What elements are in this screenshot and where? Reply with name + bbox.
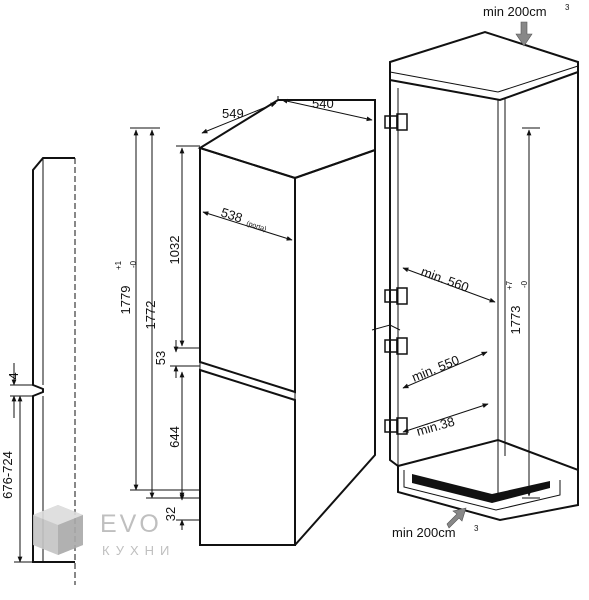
cabinet [371, 30, 579, 522]
dim-1032: 1032 [167, 145, 200, 349]
dim-1773-sup: +7 [505, 280, 514, 290]
dim-1772-label: 1772 [143, 301, 158, 330]
dim-540-label: 540 [312, 96, 334, 111]
top-vent-label: min 200cm [483, 4, 547, 19]
dim-min560-label: min. 560 [419, 264, 471, 295]
dim-644: 644 [167, 371, 185, 499]
top-vent-sup: 3 [565, 3, 570, 12]
dim-min38: min.38 [402, 403, 489, 439]
dim-1772: 1772 [143, 129, 200, 499]
dim-min550: min. 550 [402, 351, 488, 389]
bottom-vent: min 200cm 3 [392, 507, 479, 540]
dim-32-label: 32 [163, 507, 178, 521]
dim-1773: 1773 +7 -0 [505, 127, 540, 499]
dim-549-label: 549 [222, 106, 244, 121]
dim-644-label: 644 [167, 426, 182, 448]
bottom-vent-sup: 3 [474, 524, 479, 533]
dim-min560: min. 560 [402, 264, 496, 303]
dim-1779-label: 1779 [118, 286, 133, 315]
arrow-down-icon [515, 21, 533, 47]
dim-1779-sub: -0 [129, 260, 138, 268]
dim-4: 4 [6, 363, 33, 418]
logo-sub: КУХНИ [102, 543, 175, 558]
dim-min550-label: min. 550 [410, 352, 462, 385]
dim-676-724: 676-724 [0, 395, 33, 563]
dim-1773-label: 1773 [508, 306, 523, 335]
dim-1032-label: 1032 [167, 236, 182, 265]
dim-32: 32 [163, 490, 200, 530]
dim-540: 540 [281, 96, 373, 122]
dim-538-note: (porta) [245, 220, 267, 233]
arrow-up-icon [446, 507, 467, 529]
top-vent: min 200cm 3 [483, 3, 570, 47]
dim-min38-label: min.38 [415, 414, 457, 439]
bottom-vent-label: min 200cm [392, 525, 456, 540]
dim-538: 538 (porta) [202, 205, 293, 241]
refrigerator [197, 96, 376, 546]
dim-1773-sub: -0 [520, 280, 529, 288]
dim-676-724-label: 676-724 [0, 451, 15, 499]
evo-logo: EVO КУХНИ [33, 505, 175, 558]
logo-name: EVO [100, 510, 162, 538]
dim-53-label: 53 [153, 351, 168, 365]
dim-538-label: 538 [219, 205, 244, 226]
evo-cube-icon [33, 505, 83, 555]
dim-1779: 1779 +1 -0 [114, 127, 200, 491]
dim-549: 549 [201, 102, 277, 134]
dim-4-label: 4 [6, 372, 21, 379]
dim-53: 53 [153, 340, 200, 378]
dim-1779-sup: +1 [114, 260, 123, 270]
